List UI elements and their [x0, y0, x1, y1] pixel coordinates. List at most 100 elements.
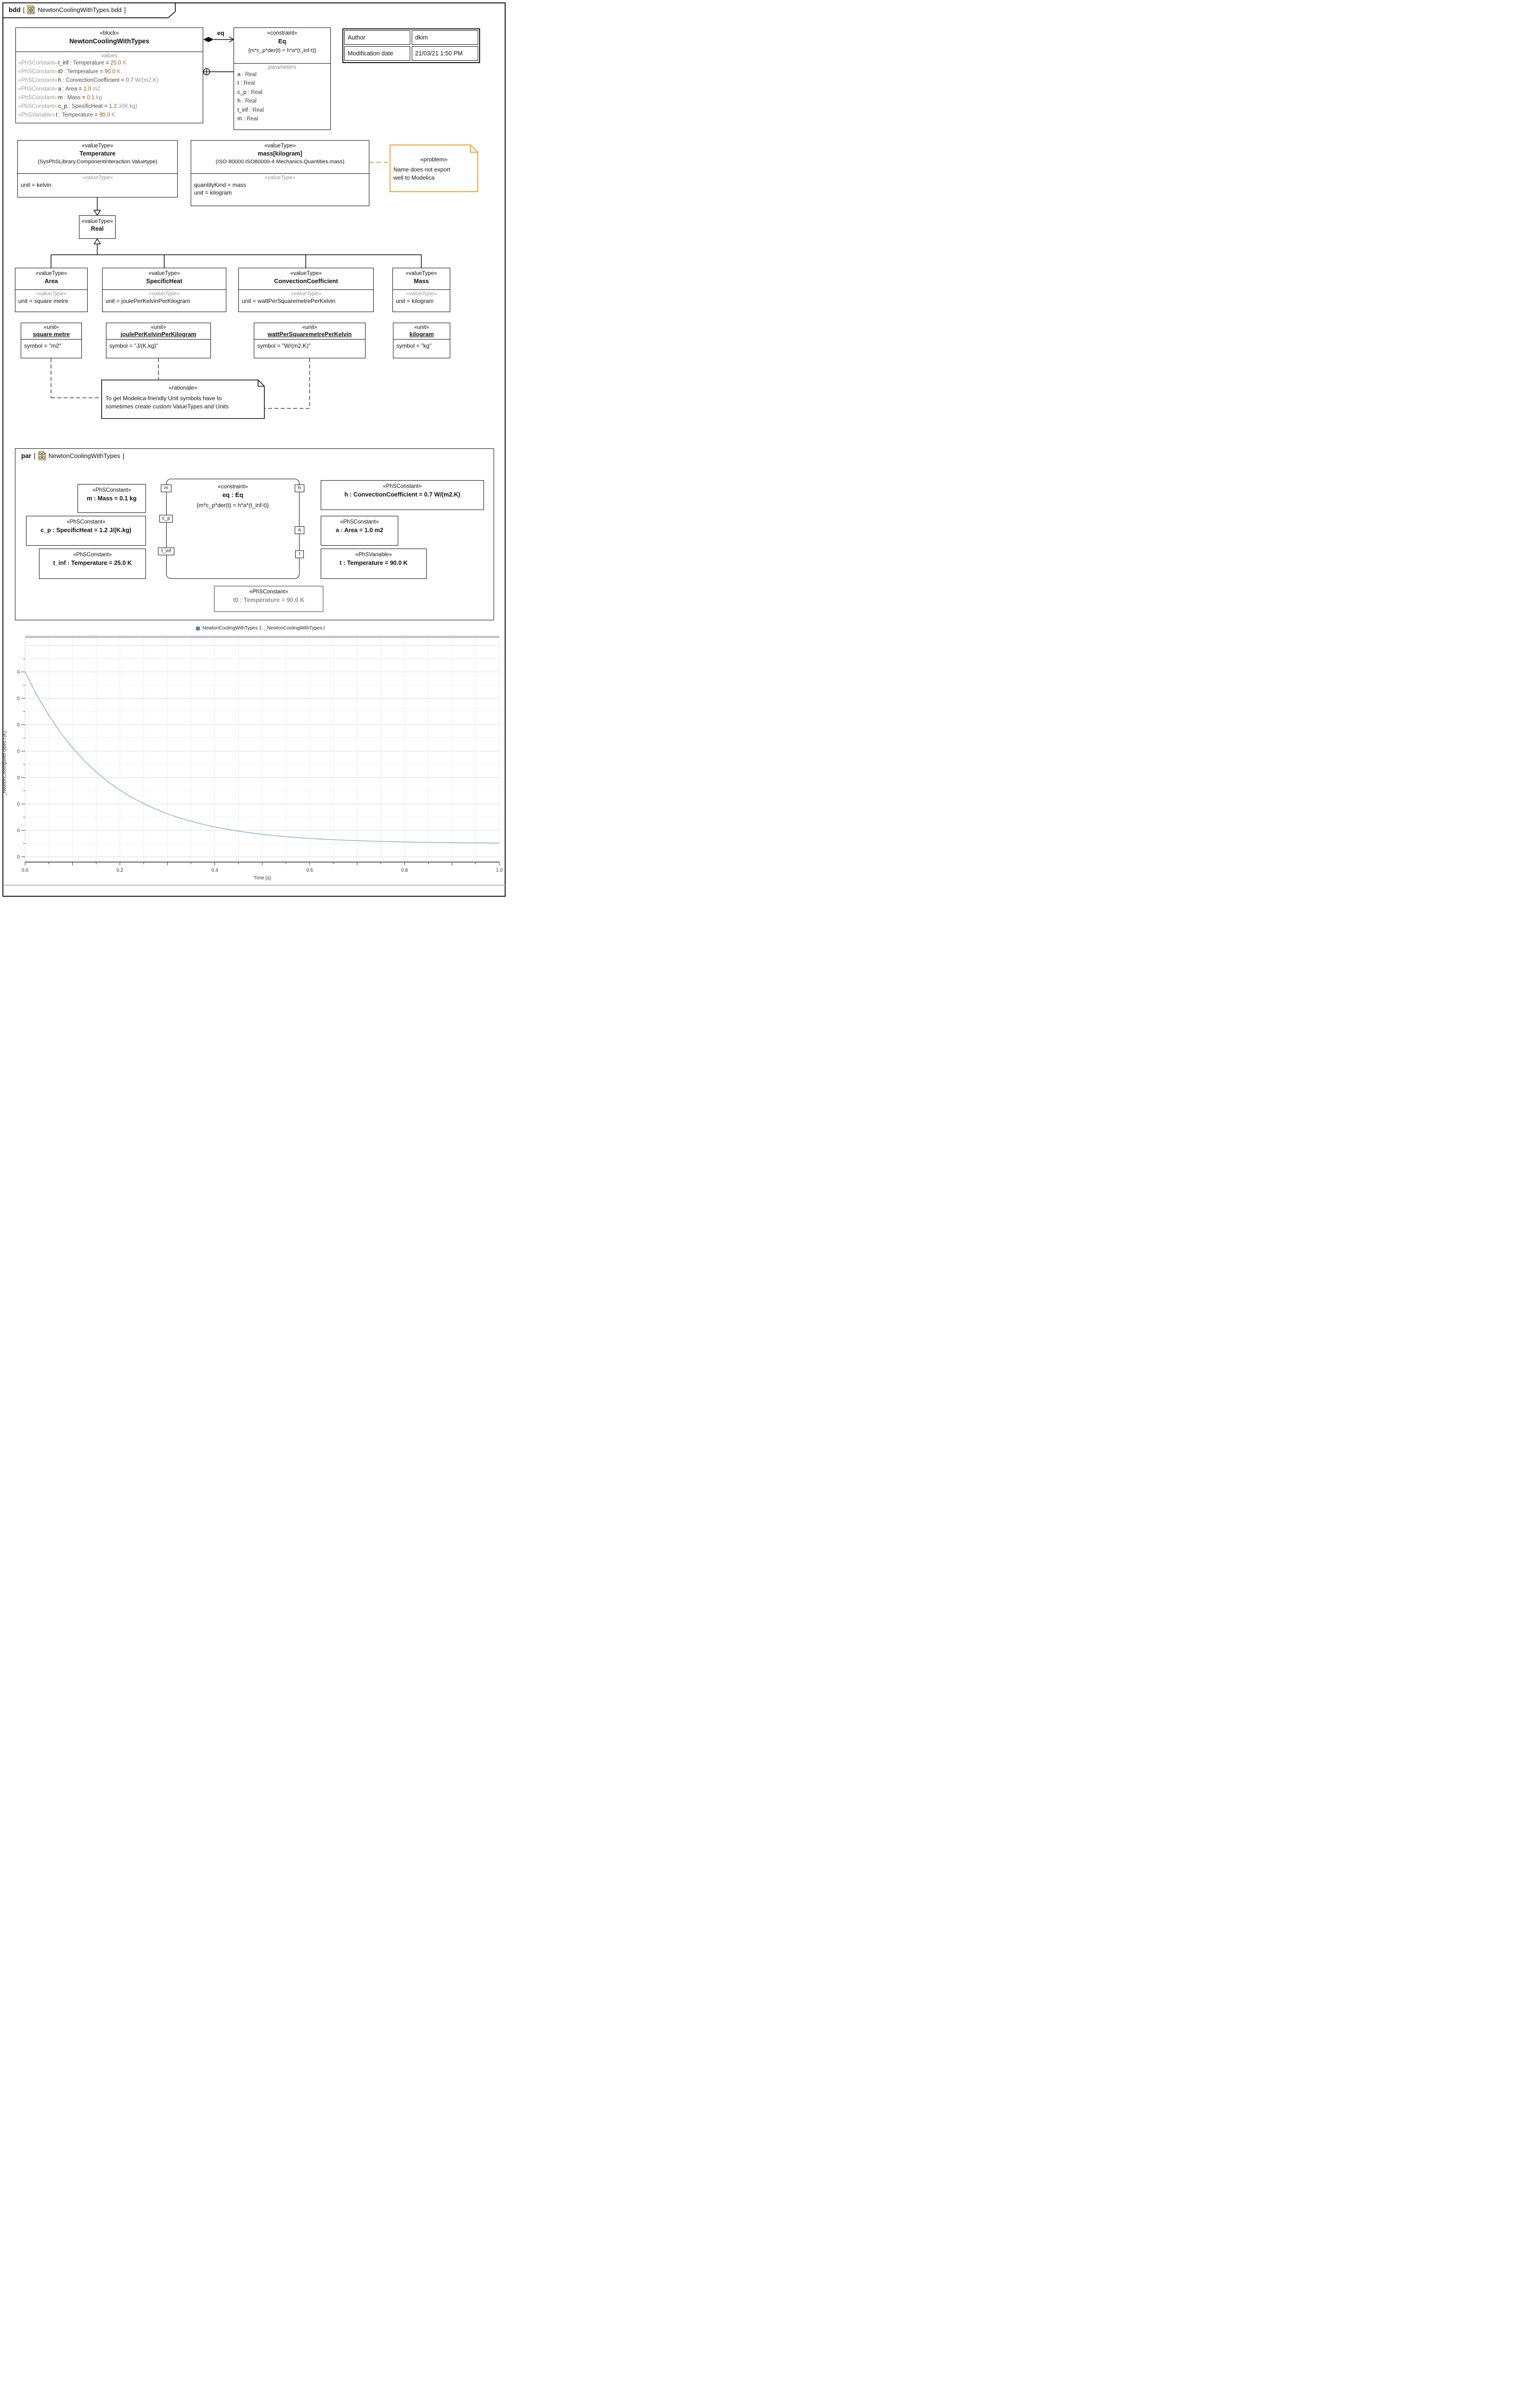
property-stereotype: «PhSConstant»	[383, 484, 422, 489]
block-value-row: «PhSConstant»aArea1.0m2	[16, 85, 203, 93]
bdd-frame-tab: bdd [ NewtonCoolingWithTypes.bdd ]	[9, 5, 126, 14]
constraint-block-eq: «constraint» Eq {m*c_p*der(t) = h*a*(t_i…	[234, 27, 331, 130]
problem-text: Name does not export well to Modelica	[393, 166, 451, 181]
diagram-icon	[38, 451, 46, 460]
par-constraint-eq: «constraint» eq : Eq {m*c_p*der(t) = h*a…	[166, 479, 300, 579]
rationale-stereotype: «rationale»	[169, 384, 197, 391]
unit-symbol: symbol = "W/(m2.K)"	[257, 342, 311, 349]
unit-stereotype: «unit»	[43, 325, 59, 330]
chart-legend: NewtonCoolingWithTypes 1: _NewtonCooling…	[17, 626, 504, 631]
problem-note: «problem» Name does not export well to M…	[390, 144, 478, 192]
rationale-note: «rationale» To get Modelica-friendly Uni…	[101, 380, 265, 419]
bracket-open: [	[34, 452, 36, 459]
svg-text:0.0: 0.0	[22, 868, 28, 873]
svg-text:0.6: 0.6	[306, 868, 313, 873]
parameters-compartment-label: parameters	[268, 64, 297, 70]
bracket-close: ]	[124, 6, 126, 13]
port-c_p: c_p	[159, 515, 173, 523]
svg-text:0.8: 0.8	[401, 868, 408, 873]
valuetype-name: mass[kilogram]	[258, 150, 302, 157]
parameter-row: t_infReal	[234, 106, 330, 115]
unit-name: wattPerSquaremetrePerKelvin	[267, 331, 352, 338]
svg-text:40: 40	[17, 802, 20, 807]
par-property-m: «PhSConstant» m : Mass = 0.1 kg	[78, 484, 146, 513]
block-value-row: «PhSVariable»tTemperature90.0K	[16, 111, 203, 119]
unit-symbol: symbol = "J/(K.kg)"	[109, 342, 158, 349]
block-value-row: «PhSConstant»c_pSpecificHeat1.2J/(K.kg)	[16, 102, 203, 111]
unit-name: square metre	[33, 331, 70, 338]
parameter-row: mReal	[234, 115, 330, 124]
svg-text:90: 90	[17, 670, 20, 675]
diagram-frame-border	[2, 2, 506, 897]
valuetype-stereotype: «valueType»	[148, 271, 180, 276]
property-stereotype: «PhSConstant»	[340, 519, 379, 525]
constraint-stereotype: «constraint»	[267, 30, 298, 36]
svg-text:60: 60	[17, 749, 20, 754]
port-h: h	[295, 484, 304, 492]
compartment-stereotype: «valueType»	[406, 290, 437, 297]
par-property-h: «PhSConstant» h : ConvectionCoefficient …	[321, 480, 484, 510]
svg-text:1.0: 1.0	[496, 868, 503, 873]
valuetype-mass: «valueType» Mass «valueType» unit = kilo…	[392, 268, 450, 312]
block-value-row: «PhSConstant»t0Temperature90.0K	[16, 67, 203, 76]
constraint-equation: {m*c_p*der(t) = h*a*(t_inf-t)}	[196, 502, 269, 509]
compartment-stereotype: «valueType»	[290, 290, 322, 297]
compartment-stereotype: «valueType»	[36, 290, 67, 297]
valuetype-attr: quantityKind = mass	[194, 181, 247, 188]
valuetype-name: Area	[44, 278, 58, 285]
svg-text:50: 50	[17, 775, 20, 781]
valuetype-specificheat: «valueType» SpecificHeat «valueType» uni…	[102, 268, 226, 312]
note-shape	[390, 144, 478, 192]
frame-keyword: par	[21, 452, 32, 459]
unit-symbol: symbol = "m2"	[24, 342, 61, 349]
property-stereotype: «PhSConstant»	[73, 552, 112, 558]
svg-text:30: 30	[17, 828, 20, 834]
valuetype-path: (ISO-80000.ISO80000-4 Mechanics.Quantiti…	[215, 159, 345, 165]
constraint-stereotype: «constraint»	[218, 484, 248, 490]
port-t_inf: t_inf	[158, 548, 174, 555]
valuetype-path: (SysPhSLibrary.ComponentInteraction.Valu…	[38, 159, 157, 165]
note-shape	[101, 380, 265, 419]
property-text: h : ConvectionCoefficient = 0.7 W/(m2.K)	[344, 491, 460, 498]
svg-text:20: 20	[17, 855, 20, 860]
unit-stereotype: «unit»	[151, 325, 166, 330]
problem-stereotype: «problem»	[420, 156, 448, 163]
valuetype-attr: unit = square metre	[18, 297, 68, 304]
info-value-moddate: 21/03/21 1:50 PM	[412, 46, 478, 61]
property-text: t_inf : Temperature = 25.0 K	[53, 560, 132, 566]
parameter-row: c_pReal	[234, 88, 330, 97]
constraint-name: Eq	[278, 38, 287, 45]
frame-title: NewtonCoolingWithTypes	[48, 452, 120, 459]
block-newtoncoolingwithtypes: «block» NewtonCoolingWithTypes values «P…	[15, 27, 203, 123]
block-value-row: «PhSConstant»t_infTemperature25.0K	[16, 59, 203, 67]
property-text: t : Temperature = 90.0 K	[339, 560, 408, 566]
valuetype-area: «valueType» Area «valueType» unit = squa…	[15, 268, 88, 312]
valuetype-attr: unit = kilogram	[194, 189, 232, 196]
legend-marker	[196, 626, 200, 630]
constraint-name: eq : Eq	[222, 491, 244, 498]
eq-connector-label: eq	[217, 30, 224, 37]
valuetype-attr: unit = wattPerSquaremetrePerKelvin	[242, 297, 336, 304]
diagram-icon	[27, 5, 35, 14]
bracket-close: ]	[122, 452, 125, 459]
svg-text:70: 70	[17, 722, 20, 728]
info-label-author: Author	[344, 30, 410, 45]
unit-jouleperkelvinperkilogram: «unit» joulePerKelvinPerKilogram symbol …	[106, 323, 211, 358]
compartment-stereotype: «valueType»	[82, 174, 113, 181]
block-value-row: «PhSConstant»hConvectionCoefficient0.7W/…	[16, 76, 203, 85]
unit-name: joulePerKelvinPerKilogram	[120, 331, 196, 338]
info-table: Author dkim Modification date 21/03/21 1…	[342, 28, 480, 63]
unit-symbol: symbol = "kg"	[396, 342, 431, 349]
unit-name: kilogram	[409, 331, 434, 338]
svg-text:80: 80	[17, 696, 20, 701]
unit-square-metre: «unit» square metre symbol = "m2"	[21, 323, 82, 358]
property-text: a : Area = 1.0 m2	[336, 527, 383, 534]
valuetype-stereotype: «valueType»	[405, 271, 437, 276]
port-a: a	[295, 526, 304, 534]
property-stereotype: «PhSConstant»	[66, 519, 105, 525]
block-name: NewtonCoolingWithTypes	[69, 38, 150, 45]
bracket-open: [	[23, 6, 25, 13]
port-m: m	[161, 484, 171, 492]
valuetype-stereotype: «valueType»	[81, 219, 113, 224]
unit-kilogram: «unit» kilogram symbol = "kg"	[393, 323, 450, 358]
